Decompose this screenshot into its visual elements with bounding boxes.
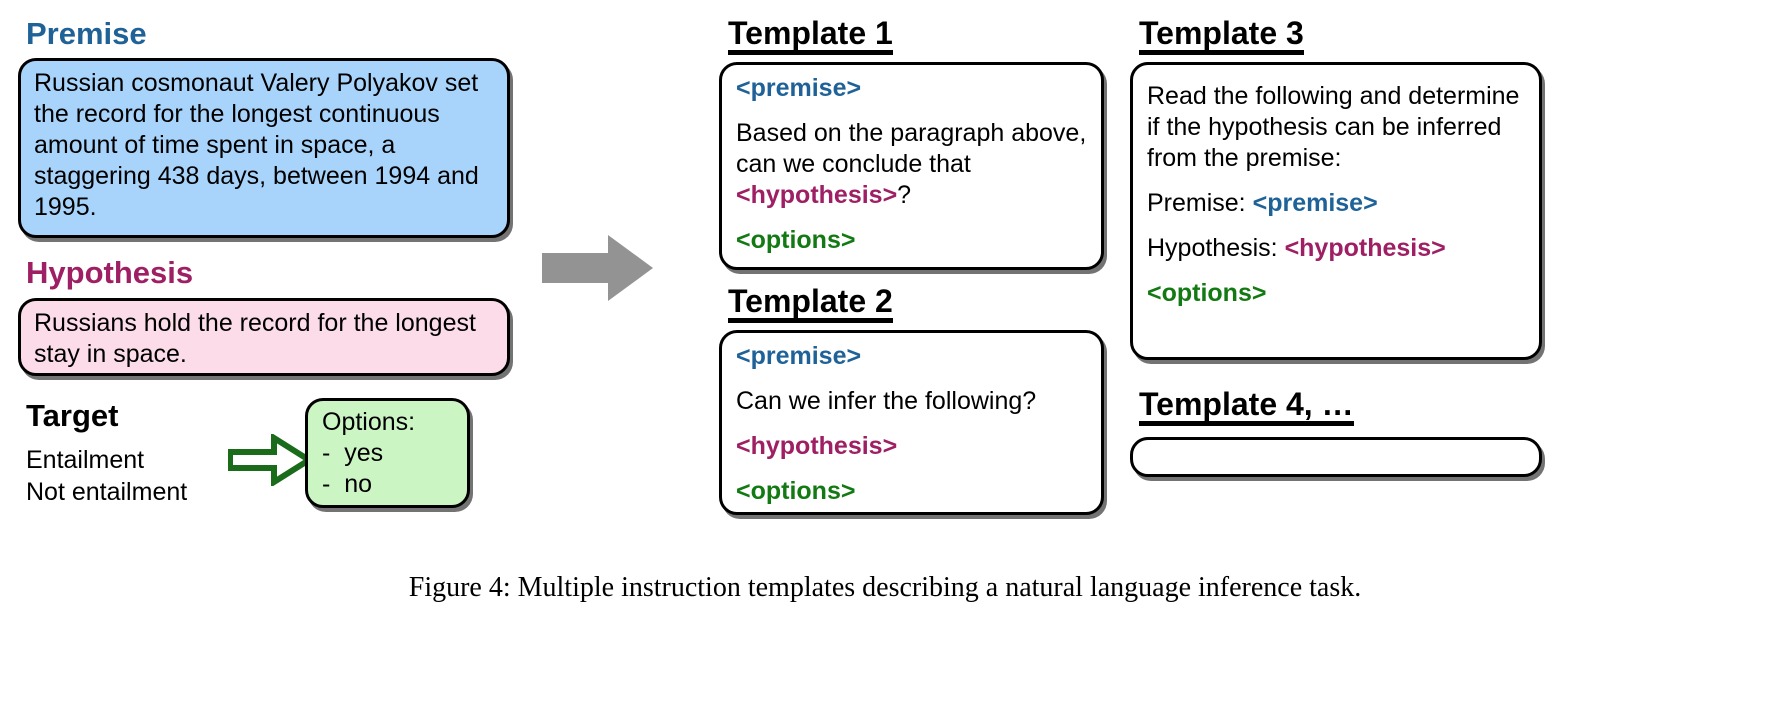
template-3-line-2-prefix: Premise: (1147, 189, 1253, 217)
template-1-line-2-suffix: ? (897, 181, 912, 209)
options-placeholder: <options> (736, 226, 856, 254)
options-title: Options: (322, 408, 416, 436)
template-4-title: Template 4, … (1139, 388, 1354, 426)
template-1-title: Template 1 (728, 17, 893, 55)
premise-placeholder: <premise> (1252, 189, 1378, 217)
template-2-box: <premise> Can we infer the following? <h… (719, 330, 1104, 515)
template-3-line-4: <options> (1147, 278, 1533, 309)
template-2-line-3: <hypothesis> (736, 431, 1092, 462)
premise-label: Premise (26, 16, 147, 51)
target-value-entailment: Entailment (26, 446, 145, 474)
template-3-line-3-prefix: Hypothesis: (1147, 234, 1285, 262)
options-item-no: - no (322, 470, 373, 498)
hypothesis-box: Russians hold the record for the longest… (18, 298, 510, 376)
options-placeholder: <options> (736, 477, 856, 505)
template-3-line-2: Premise: <premise> (1147, 188, 1533, 219)
hypothesis-label: Hypothesis (26, 255, 194, 290)
template-2-line-1: <premise> (736, 341, 1092, 372)
template-4-box (1130, 437, 1542, 477)
target-value-not-entailment: Not entailment (26, 478, 188, 506)
target-values: Entailment Not entailment (26, 444, 187, 508)
hypothesis-text: Russians hold the record for the longest… (34, 309, 476, 368)
template-3-line-1: Read the following and determine if the … (1147, 82, 1520, 172)
options-content: Options: - yes - no (322, 407, 462, 500)
template-1-line-3: <options> (736, 225, 1092, 256)
template-1-box: <premise> Based on the paragraph above, … (719, 62, 1104, 270)
figure-caption: Figure 4: Multiple instruction templates… (408, 572, 1362, 603)
green-right-arrow-icon (227, 432, 315, 491)
premise-placeholder: <premise> (736, 74, 862, 102)
options-box: Options: - yes - no (305, 398, 470, 508)
hypothesis-placeholder: <hypothesis> (736, 432, 898, 460)
template-2-line-2: Can we infer the following? (736, 387, 1037, 415)
template-3-title: Template 3 (1139, 17, 1304, 55)
template-3-box: Read the following and determine if the … (1130, 62, 1542, 360)
template-1-body: <premise> Based on the paragraph above, … (736, 73, 1092, 256)
template-2-title: Template 2 (728, 285, 893, 323)
target-label: Target (26, 398, 119, 433)
template-3-body: Read the following and determine if the … (1147, 81, 1533, 309)
template-1-line-2: Based on the paragraph above, can we con… (736, 118, 1092, 211)
premise-placeholder: <premise> (736, 342, 862, 370)
template-1-line-1: <premise> (736, 73, 1092, 104)
premise-text: Russian cosmonaut Valery Polyakov set th… (34, 69, 479, 221)
options-item-yes: - yes (322, 439, 384, 467)
template-3-line-3: Hypothesis: <hypothesis> (1147, 233, 1533, 264)
template-1-line-2-prefix: Based on the paragraph above, can we con… (736, 119, 1087, 178)
template-2-line-4: <options> (736, 476, 1092, 507)
template-2-body: <premise> Can we infer the following? <h… (736, 341, 1092, 507)
hypothesis-placeholder: <hypothesis> (736, 181, 898, 209)
options-placeholder: <options> (1147, 279, 1267, 307)
hypothesis-placeholder: <hypothesis> (1284, 234, 1446, 262)
premise-box: Russian cosmonaut Valery Polyakov set th… (18, 58, 510, 238)
